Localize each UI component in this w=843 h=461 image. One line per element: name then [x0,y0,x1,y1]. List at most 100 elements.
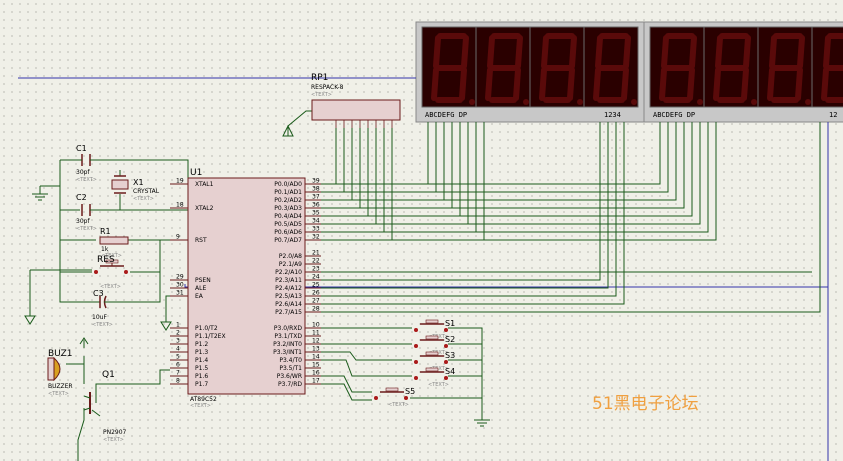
capacitor-c2[interactable]: C2 30pf <TEXT> [76,193,97,232]
reset-switch[interactable]: RES <TEXT> [94,255,128,290]
u1-pin-name: P2.6/A14 [275,301,302,308]
c2-value: 30pf [76,218,90,225]
q1-text-tag: <TEXT> [103,437,124,443]
u1-pin-name: P2.3/A11 [275,277,302,284]
digit-right-1 [659,33,703,105]
u1-pin-21: 21 P2.0/A8 [279,250,321,260]
capacitor-c3[interactable]: C3 10uF <TEXT> [92,289,113,328]
u1-pin-name: P3.6/WR [277,373,302,380]
digit-right-4 [821,33,843,103]
u1-pin-name: P2.7/A15 [275,309,302,316]
power-arrow-buzzer [79,337,89,345]
u1-pin-number: 15 [312,362,320,369]
digit-labels-left: 1234 [604,111,621,119]
u1-pin-name: P3.3/INT1 [273,349,302,356]
switch-text-tag: <TEXT> [428,334,449,340]
u1-pin-26: 26 P2.5/A13 [275,290,321,300]
seven-segment-display-left[interactable]: ABCDEFG DP 1234 [415,21,645,123]
u1-pin-name: P0.1/AD1 [274,189,302,196]
rp1-ref: RP1 [311,73,328,83]
u1-pin-number: 2 [176,330,180,337]
u1-pin-name: P1.2 [195,341,208,348]
u1-pin-number: 29 [176,274,184,281]
crystal-x1[interactable]: X1 CRYSTAL <TEXT> [111,175,160,202]
u1-pin-name: P1.6 [195,373,208,380]
switch-text-tag: <TEXT> [428,382,449,388]
u1-pin-name: P0.5/AD5 [274,221,302,228]
buzzer-buz1[interactable]: BUZ1 BUZZER <TEXT> [47,349,84,397]
u1-pin-name: P0.7/AD7 [274,237,302,244]
u1-pin-name: P2.0/A8 [279,253,302,260]
capacitor-c1[interactable]: C1 30pf <TEXT> [76,144,97,183]
ground-symbol-rp1 [282,124,294,137]
segment-labels-right: ABCDEFG DP [653,111,695,119]
switch-s5[interactable]: S5<TEXT> [374,387,415,408]
u1-pin-name: P3.4/T0 [279,357,302,364]
u1-pin-29: 29 PSEN [170,274,211,284]
switch-s1[interactable]: S1<TEXT> [414,319,455,340]
u1-pin-16: 16 P3.6/WR [277,370,321,380]
u1-pin-name: PSEN [195,277,211,284]
digit-left-1 [431,33,475,105]
u1-pin-number: 24 [312,274,320,281]
u1-right-pins: 39P0.0/AD038P0.1/AD137P0.2/AD236P0.3/AD3… [273,178,321,388]
u1-pin-number: 23 [312,266,320,273]
digit-right-3 [767,33,811,105]
switch-ref: S4 [445,367,455,376]
u1-pin-number: 16 [312,370,320,377]
u1-pin-number: 22 [312,258,320,265]
switch-text-tag: <TEXT> [428,366,449,372]
switch-s2[interactable]: S2<TEXT> [414,335,455,356]
r1-value: 1k [101,246,109,253]
u1-pin-name: P0.4/AD4 [274,213,302,220]
switch-ref: S5 [405,387,415,396]
u1-pin-number: 3 [176,338,180,345]
u1-pin-number: 21 [312,250,320,257]
switch-s4[interactable]: S4<TEXT> [414,367,455,388]
r1-text-tag: <TEXT> [101,253,122,259]
u1-pin-number: 33 [312,226,320,233]
c3-text-tag: <TEXT> [92,322,113,328]
u1-pin-name: P0.2/AD2 [274,197,302,204]
buz1-text-tag: <TEXT> [48,391,69,397]
u1-pin-name: P0.3/AD3 [274,205,302,212]
u1-pin-number: 4 [176,346,180,353]
u1-pin-number: 13 [312,346,320,353]
u1-pin-38: 38 P0.1/AD1 [274,186,321,196]
u1-pin-name: P0.0/AD0 [274,181,302,188]
resistor-r1[interactable]: R1 1k <TEXT> [99,227,129,259]
u1-pin-13: 13 P3.3/INT1 [273,346,321,356]
digit-left-2 [485,33,529,105]
u1-pin-number: 37 [312,194,320,201]
u1-pin-number: 38 [312,186,320,193]
seven-segment-display-right[interactable]: ABCDEFG DP 12 [643,21,843,123]
transistor-q1[interactable]: Q1 PN2907 <TEXT> [83,370,127,443]
u1-pin-name: P2.5/A13 [275,293,302,300]
x1-ref: X1 [133,178,144,187]
u1-pin-name: XTAL1 [195,181,214,188]
u1-pin-number: 26 [312,290,320,297]
u1-pin-name: P3.0/RXD [274,325,302,332]
digit-left-3 [539,33,583,105]
rp1-resistor-pack[interactable]: RP1 RESPACK-8 <TEXT> [311,73,401,128]
switch-s3[interactable]: S3<TEXT> [414,351,455,372]
u1-pin-number: 27 [312,298,320,305]
r1-ref: R1 [100,227,111,236]
u1-pin-name: P3.7/RD [278,381,302,388]
u1-pin-name: P2.2/A10 [275,269,302,276]
u1-pin-name: RST [195,237,207,244]
u1-pin-name: P1.4 [195,357,208,364]
u1-pin-number: 1 [176,322,180,329]
